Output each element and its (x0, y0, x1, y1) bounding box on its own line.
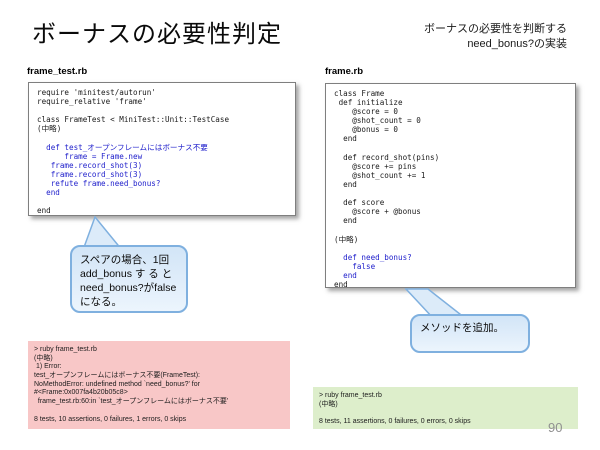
text-line (319, 409, 572, 418)
text-line (34, 407, 284, 416)
text-line: > ruby frame_test.rb (319, 392, 382, 399)
page-title: ボーナスの必要性判定 (32, 21, 282, 48)
code-line (334, 225, 571, 234)
code-line: require_relative 'frame' (37, 97, 147, 107)
code-line: end (334, 216, 357, 226)
code-line: @score += pins (334, 161, 417, 171)
text-line: NoMethodError: undefined method `need_bo… (34, 380, 200, 388)
code-line: @score = 0 (334, 107, 399, 117)
right-code-filename: frame.rb (325, 66, 364, 77)
code-line (334, 189, 571, 198)
text-line: test_オープンフレームにはボーナス不要(FrameTest): (34, 372, 201, 380)
code-line: frame.record_shot(3) (37, 169, 143, 179)
code-line: class Frame (334, 89, 385, 98)
code-line: def initialize (334, 98, 403, 108)
code-line: @shot_count = 0 (334, 116, 421, 126)
code-line: @bonus = 0 (334, 125, 399, 135)
code-line: def need_bonus? (334, 252, 412, 262)
code-line: @shot_count += 1 (334, 170, 426, 180)
left-code-filename: frame_test.rb (27, 66, 88, 77)
code-line: def test_オープンフレームにはボーナス不要 (37, 142, 208, 152)
code-line: end (334, 279, 348, 288)
text-line: (中略) (319, 400, 338, 408)
text-line: スペアの場合、1回 (80, 254, 170, 266)
code-line: end (334, 270, 357, 280)
failing-test-output: > ruby frame_test.rb(中略) 1) Error:test_オ… (28, 341, 290, 429)
text-line: > ruby frame_test.rb (34, 346, 97, 353)
code-line: frame.record_shot(3) (37, 160, 143, 170)
text-line: 8 tests, 10 assertions, 0 failures, 1 er… (34, 415, 187, 423)
code-line: refute frame.need_bonus? (37, 178, 161, 188)
code-line (37, 106, 291, 115)
code-line: def record_shot(pins) (334, 152, 440, 162)
code-line: end (334, 179, 357, 189)
code-line (334, 244, 571, 253)
text-line: add_bonus す る と (80, 268, 173, 280)
left-callout-bubble: スペアの場合、1回 add_bonus す る と need_bonus?がfals… (70, 245, 188, 313)
code-line: end (334, 134, 357, 144)
code-line: end (37, 206, 51, 216)
subtitle-line-1: ボーナスの必要性を判断する (424, 23, 567, 35)
text-line: #<Frame:0x007fa4b20b05c8> (34, 389, 128, 397)
left-code-block: require 'minitest/autorun'require_relati… (28, 82, 296, 216)
code-line: def score (334, 198, 385, 208)
code-line: @score + @bonus (334, 207, 421, 217)
code-line: (中略) (37, 124, 62, 134)
code-line (37, 133, 291, 142)
passing-test-output: > ruby frame_test.rb(中略) 8 tests, 11 ass… (313, 387, 578, 429)
text-line: need_bonus?がfalse (80, 282, 177, 294)
right-callout-bubble: メソッドを追加。 (410, 314, 530, 353)
text-line: 1) Error: (34, 363, 62, 371)
code-line: end (37, 188, 60, 198)
right-callout-text: メソッドを追加。 (420, 322, 504, 334)
code-line: frame = Frame.new (37, 151, 143, 161)
code-line (37, 197, 291, 206)
code-line: false (334, 261, 376, 271)
text-line: になる。 (80, 296, 122, 308)
text-line: frame_test.rb:60:in `test_オープンフレームにはボーナス… (34, 398, 229, 406)
right-code-block: class Frame def initialize @score = 0 @s… (325, 83, 576, 288)
text-line: (中略) (34, 354, 53, 362)
text-line: 8 tests, 11 assertions, 0 failures, 0 er… (319, 418, 471, 426)
code-line (334, 144, 571, 153)
code-line: require 'minitest/autorun' (37, 88, 156, 97)
slide-subtitle: ボーナスの必要性を判断する need_bonus?の実装 (424, 22, 567, 52)
page-number: 90 (548, 420, 563, 435)
code-line: class FrameTest < MiniTest::Unit::TestCa… (37, 115, 230, 125)
subtitle-line-2: need_bonus?の実装 (467, 38, 567, 50)
code-line: (中略) (334, 234, 359, 244)
